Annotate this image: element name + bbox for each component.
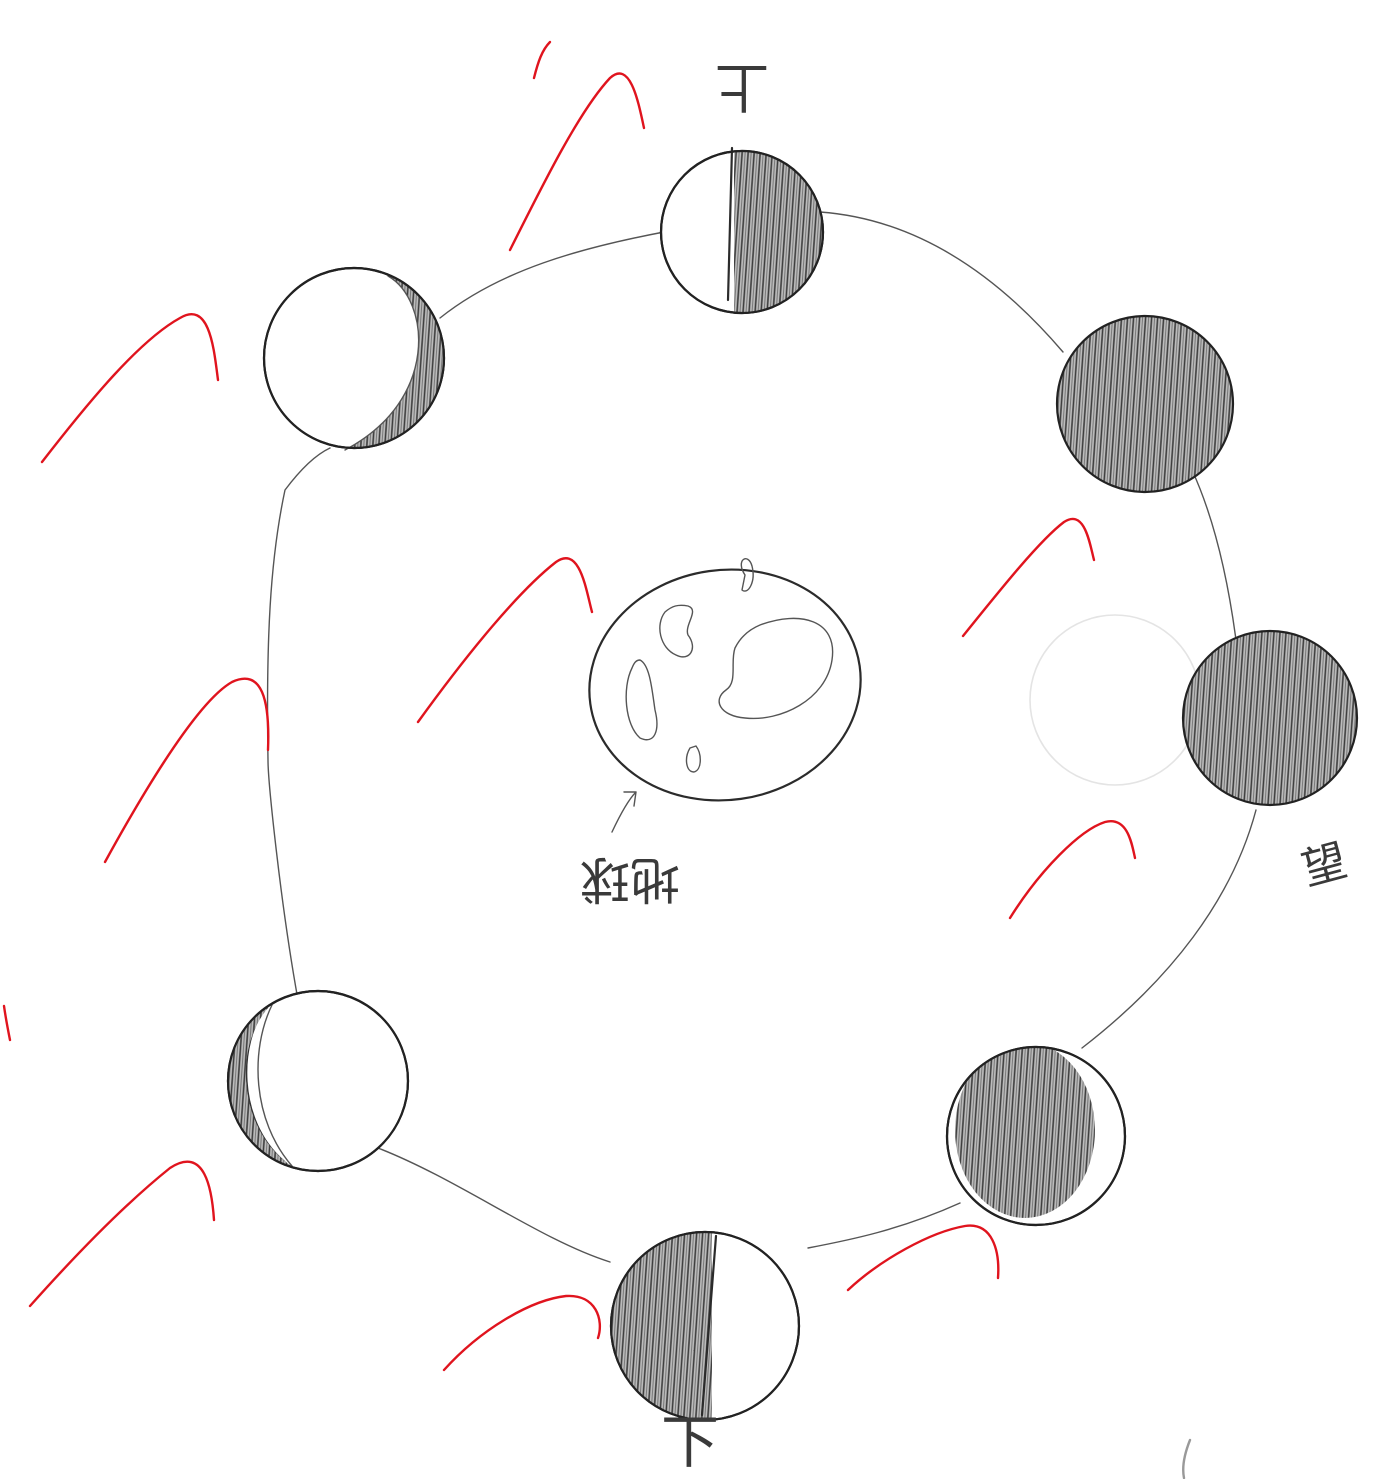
check-mark [848,1226,998,1290]
check-mark [444,1296,600,1370]
label-bottom: 下 [661,1408,719,1476]
moon-right [1175,620,1365,820]
moon-upper-right [1050,305,1240,505]
correction-marks [4,42,1190,1478]
label-right: 望 [1297,835,1353,896]
moon-bottom [600,1225,799,1430]
moon-lower-left [228,991,408,1171]
moon-top [661,140,834,330]
earth [574,552,875,818]
earth-pointer-arrow [612,792,636,832]
check-mark [963,519,1094,636]
moon-lower-right [947,1042,1125,1225]
check-mark [105,679,268,862]
erased-moon-sketch [1030,615,1200,785]
moon-upper-left [264,268,450,450]
label-center: 地球 [580,850,680,908]
check-mark [418,558,592,722]
label-top: 上 [715,55,769,118]
check-mark [1010,821,1135,918]
check-mark [1183,1440,1190,1478]
check-mark [42,314,218,462]
check-mark [30,1162,214,1306]
check-mark [510,74,644,250]
check-mark [534,42,550,78]
check-mark [4,1006,10,1040]
